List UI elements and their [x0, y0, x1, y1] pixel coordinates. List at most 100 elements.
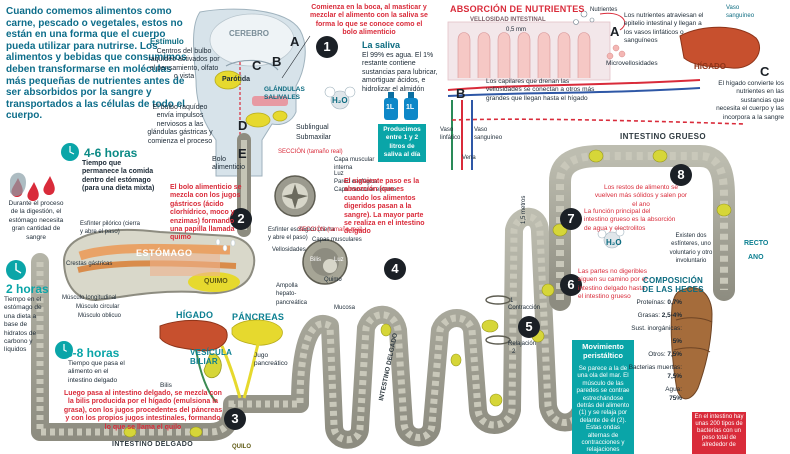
- food-blobs: [123, 149, 732, 438]
- length-label: 1,5 metros: [521, 195, 527, 224]
- longitudinal-muscle-label: Músculo longitudinal: [62, 295, 117, 301]
- nutrient-dots: [573, 10, 595, 25]
- esophageal-sphincter-label: Esfínter esofágico (cierra y abre el pas…: [268, 227, 335, 242]
- medulla-text: El bulbo raquídeo envía impulsos nervios…: [147, 104, 213, 145]
- head-letter-e: E: [238, 146, 247, 161]
- feces-row: Agua:75%: [665, 386, 682, 402]
- saliva-title: La saliva: [362, 40, 401, 50]
- absorption-letter-c: C: [760, 64, 770, 79]
- peristalsis-title: Movimiento peristáltico: [572, 340, 634, 362]
- lymph-vessel-label: Vaso linfático: [440, 127, 461, 142]
- stomach-mini-icon: [10, 172, 26, 197]
- head-letter-a: A: [290, 34, 300, 49]
- large-intestine-label: INTESTINO GRUESO: [620, 132, 706, 141]
- clock-icon-5h: [55, 341, 73, 359]
- step-8-text: Los restos de alimento se vuelven más só…: [594, 184, 688, 208]
- liver-label: HÍGADO: [176, 310, 214, 320]
- feces-row: Proteínas: 0,7%: [636, 299, 683, 306]
- small-intestine-time-hours: 5-8 horas: [66, 346, 120, 360]
- villi-illustration: [447, 21, 745, 170]
- step-3-text: Luego pasa al intestino delgado, se mezc…: [63, 390, 223, 431]
- parotid-label: Parótida: [222, 76, 251, 83]
- liver-top-label: HÍGADO: [694, 62, 726, 71]
- esophagus-label: ESÓFAGO: [252, 190, 261, 230]
- liver-top-illustration: [679, 26, 761, 69]
- bottle-label-2: 1L: [406, 104, 415, 111]
- absorption-title: ABSORCIÓN DE NUTRIENTES: [450, 4, 585, 14]
- esophagus-section: [274, 175, 316, 217]
- pancreas-label: PÁNCREAS: [232, 312, 285, 322]
- saliva-production-text: Producimos entre 1 y 2 litros de saliva …: [378, 124, 426, 162]
- feces-table: Proteínas: 0,7% Grasas: 2,5-4% Sust. ino…: [628, 296, 682, 403]
- intro-paragraph: Cuando comemos alimentos como carne, pes…: [6, 6, 187, 122]
- h2o-label: H₂O: [332, 96, 348, 105]
- head-letter-b: B: [272, 54, 282, 69]
- inner-muscle-label: Capa muscular interna: [334, 157, 375, 172]
- pancreas-illustration: [231, 319, 283, 346]
- saliva-text: El 99% es agua. El 1% restante contiene …: [362, 52, 438, 93]
- nutrients-label: Nutrientes: [590, 7, 618, 13]
- lumen-label: Luz: [334, 171, 344, 177]
- contraction-number: 1: [510, 298, 514, 304]
- submaxilar-label: Submaxilar: [296, 134, 332, 141]
- step-7-text: La función principal del intestino grues…: [584, 208, 676, 232]
- step-6-text: Las partes no digeribles siguen su camin…: [578, 268, 648, 301]
- left-time-text: Tiempo en el estómago de una dieta a bas…: [4, 296, 42, 354]
- villus-dimension: 0,5 mm: [506, 27, 527, 33]
- head-letter-d: D: [238, 118, 248, 133]
- section-lumen-label: Luz: [334, 257, 344, 263]
- head-letter-c: C: [252, 58, 262, 73]
- stomach-time-hours: 4-6 horas: [84, 146, 138, 160]
- stomach-label: ESTÓMAGO: [136, 248, 193, 258]
- sphincters-text: Existen dos esfínteres, uno voluntario y…: [669, 233, 713, 265]
- blood-vessel-top-label: Vaso sanguíneo: [726, 5, 755, 20]
- absorption-c-text: El hígado convierte los nutrientes en la…: [716, 80, 784, 121]
- step-1-badge: 1: [316, 36, 338, 58]
- bottle-label-1: 1L: [386, 104, 395, 111]
- ampulla-label: Ampolla hepato-pancreática: [276, 283, 308, 306]
- peristalsis-rings: [485, 295, 511, 345]
- stomach-blood-text: Durante el proceso de la digestión, el e…: [8, 200, 64, 241]
- step-2-text: El bolo alimenticio se mezcla con los ju…: [170, 184, 242, 242]
- colon-h2o-label: H₂O: [606, 238, 622, 247]
- step-5-badge: 5: [518, 316, 540, 338]
- quimo-label: QUIMO: [204, 278, 228, 285]
- contraction-label: Contracción: [508, 305, 541, 311]
- feces-row: Sust. inorgánicas: 5%: [631, 325, 682, 345]
- section-bile-label: Bilis: [310, 257, 322, 263]
- stimulus-text: Centros del bulbo raquídeo activados por…: [148, 48, 220, 81]
- absorption-a-text: Los nutrientes atraviesan el epitelio in…: [624, 12, 704, 45]
- gastric-crests-label: Crestas gástricas: [66, 261, 113, 267]
- small-intestine-label: INTESTINO DELGADO: [112, 441, 194, 448]
- step-7-badge: 7: [560, 208, 582, 230]
- outer-muscle-label: Capa muscular externa: [334, 187, 397, 193]
- relaxation-label: Relajación: [508, 341, 537, 347]
- feces-row: Otros: 7,5%: [648, 351, 682, 358]
- brain-label: CEREBRO: [229, 29, 270, 38]
- rectum-label: RECTO: [744, 240, 769, 247]
- stimulus-title: Estímulo: [150, 37, 184, 46]
- gallbladder-illustration: [203, 353, 222, 379]
- gallbladder-label: VESÍCULA BILIAR: [190, 348, 232, 366]
- step-4-text: El siguiente paso es la absorción (que e…: [344, 178, 425, 236]
- step-2-badge: 2: [230, 208, 252, 230]
- pyloric-sphincter-label: Esfínter pilórico (cierra y abre el paso…: [80, 221, 141, 236]
- small-intestine-section: [302, 239, 348, 285]
- large-intestine-path: [549, 145, 735, 311]
- step-3-badge: 3: [224, 408, 246, 430]
- water-bottles: [384, 92, 418, 120]
- feces-row: Grasas: 2,5-4%: [637, 312, 682, 319]
- villi-label: Vellosidades: [272, 247, 306, 253]
- relaxation-number: 2: [512, 349, 516, 355]
- clock-icon-2h: [6, 260, 26, 280]
- step-8-badge: 8: [670, 164, 692, 186]
- villus-label: VELLOSIDAD INTESTINAL: [470, 17, 546, 23]
- esophageal-wall-label: Pared esofágica: [334, 179, 378, 185]
- head-silhouette: [193, 8, 311, 177]
- stomach-time-text: Tiempo que permanece la comida dentro de…: [82, 160, 155, 193]
- quilo-label: QUILO: [232, 444, 251, 450]
- clock-icon-4h: [61, 143, 79, 161]
- step-4-badge: 4: [384, 258, 406, 280]
- oblique-muscle-label: Músculo oblicuo: [78, 313, 122, 319]
- feces-title: COMPOSICIÓN DE LAS HECES: [642, 276, 704, 294]
